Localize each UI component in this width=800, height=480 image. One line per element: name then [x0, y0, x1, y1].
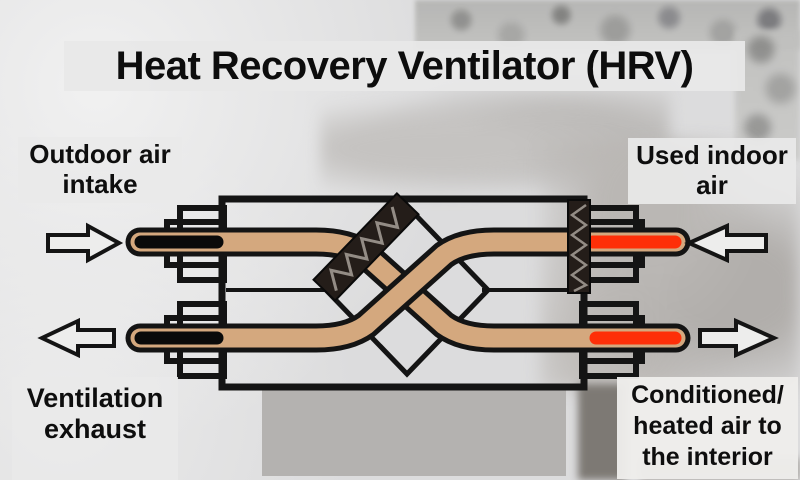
label-line: exhaust	[43, 414, 147, 444]
exchanger-plates-vertical-icon	[567, 199, 591, 294]
label-line: the interior	[642, 443, 773, 471]
label-used-indoor-air: Used indoor air	[628, 138, 796, 204]
label-conditioned-air: Conditioned/ heated air to the interior	[617, 377, 798, 479]
background-gray-block	[262, 390, 566, 476]
exhaust-arrow-left-icon	[37, 317, 116, 359]
label-line: intake	[62, 169, 138, 199]
title-band: Heat Recovery Ventilator (HRV)	[64, 41, 745, 91]
page-title: Heat Recovery Ventilator (HRV)	[115, 43, 694, 88]
label-line: Outdoor air	[29, 139, 171, 169]
flow-arrows	[37, 222, 779, 359]
label-line: heated air to	[633, 412, 782, 440]
supply-arrow-right-icon	[698, 317, 779, 359]
duct-channel	[130, 232, 686, 348]
exchanger-plates-diagonal-icon	[312, 192, 420, 302]
used-air-arrow-left-icon	[684, 222, 768, 264]
label-line: air	[696, 170, 728, 200]
label-line: Ventilation	[26, 383, 164, 413]
label-ventilation-exhaust: Ventilation exhaust	[12, 377, 178, 480]
indoor-air-path	[125, 227, 691, 353]
label-line: Conditioned/	[631, 381, 784, 409]
intake-arrow-right-icon	[46, 222, 124, 264]
label-outdoor-air-intake: Outdoor air intake	[18, 137, 182, 203]
label-line: Used indoor	[636, 140, 788, 170]
